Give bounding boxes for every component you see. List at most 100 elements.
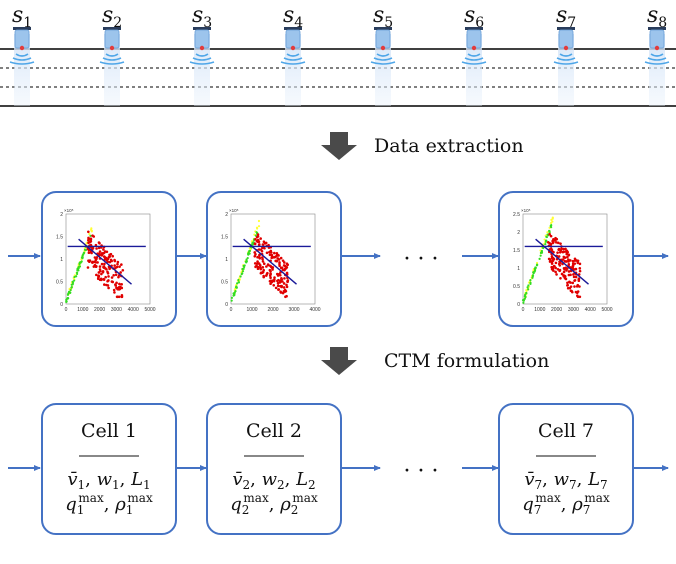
scatter-point — [577, 279, 581, 283]
scatter-point — [549, 234, 553, 238]
scatter-point — [81, 254, 84, 257]
sensor-dot — [290, 45, 296, 51]
scatter-point — [278, 261, 281, 264]
scatter-point — [555, 241, 558, 244]
scatter-point — [254, 265, 257, 269]
scatter-point — [253, 262, 257, 265]
scatter-point — [533, 270, 536, 273]
scatter-point — [103, 262, 106, 266]
scatter-point — [94, 258, 98, 262]
scatter-point — [91, 234, 94, 237]
y-exponent-label: ×10⁵ — [521, 208, 531, 213]
y-tick-label: 2 — [517, 230, 520, 236]
sensor-wave — [467, 53, 481, 57]
scatter-point — [106, 260, 109, 264]
scatter-point — [285, 285, 289, 289]
scatter-point — [549, 242, 553, 246]
scatter-point — [113, 264, 116, 267]
sensor-label: s2 — [102, 3, 122, 31]
scatter-point — [560, 272, 564, 276]
scatter-point — [524, 295, 527, 299]
scatter-point — [525, 291, 528, 295]
scatter-point — [104, 275, 107, 279]
scatter-point — [576, 290, 580, 293]
cell-box — [498, 403, 634, 535]
scatter-point — [109, 252, 113, 256]
scatter-point — [556, 241, 560, 245]
sensor-beam — [285, 34, 301, 106]
y-exponent-label: ×10⁵ — [64, 208, 74, 213]
scatter-point — [251, 243, 254, 246]
scatter-point — [89, 237, 93, 241]
scatter-point — [562, 255, 566, 259]
scatter-point — [113, 259, 117, 263]
sensor-wave — [556, 57, 576, 61]
scatter-point — [112, 288, 116, 292]
plot-box — [498, 191, 634, 327]
scatter-point — [550, 218, 553, 221]
scatter-point — [258, 253, 261, 257]
sensor-cap — [284, 27, 302, 30]
scatter-point — [573, 262, 577, 265]
sensor-beam — [466, 34, 482, 106]
scatter-point — [241, 270, 245, 273]
cell-title: Cell 1 — [81, 420, 137, 442]
sensor-body — [104, 29, 120, 49]
sensor-wave — [376, 53, 390, 57]
sensor-beam — [375, 34, 391, 106]
scatter-point — [234, 286, 238, 289]
scatter-point — [573, 259, 577, 262]
sensor-wave — [283, 57, 303, 61]
scatter-point — [114, 283, 117, 286]
scatter-point — [285, 265, 289, 269]
scatter-point — [561, 258, 565, 261]
scatter-point — [578, 295, 582, 299]
scatter-point — [104, 267, 107, 270]
step-label-extraction: Data extraction — [374, 135, 524, 157]
scatter-point — [259, 237, 262, 240]
scatter-point — [282, 264, 286, 267]
scatter-point — [86, 266, 90, 269]
cell-params-capacity: q7max, ρ7max — [522, 491, 610, 517]
x-tick-label: 0 — [522, 307, 525, 313]
scatter-point — [283, 268, 286, 272]
y-tick-label: 0.5 — [56, 280, 63, 286]
plot-axes — [230, 213, 316, 305]
scatter-point — [75, 275, 78, 278]
scatter-point — [102, 255, 106, 258]
scatter-point — [270, 253, 274, 257]
down-arrow-icon — [321, 132, 357, 160]
sensor-wave — [644, 61, 670, 65]
scatter-point — [274, 286, 278, 290]
congestion-line — [243, 238, 297, 285]
y-tick-label: 1 — [225, 257, 228, 263]
scatter-point — [253, 251, 256, 254]
scatter-point — [67, 290, 71, 293]
scatter-point — [272, 283, 276, 287]
cell-params-speed: v̄7, w7, L7 — [524, 469, 607, 492]
scatter-point — [275, 259, 278, 263]
scatter-point — [110, 259, 114, 263]
scatter-point — [104, 256, 108, 260]
x-tick-label: 4000 — [585, 307, 596, 313]
x-tick-label: 5000 — [601, 307, 612, 313]
sensor-wave — [192, 57, 212, 61]
scatter-point — [273, 251, 276, 255]
sensor-wave — [15, 53, 29, 57]
scatter-point — [85, 242, 88, 245]
scatter-point — [98, 250, 102, 253]
scatter-point — [546, 240, 550, 244]
sensor-wave — [102, 57, 122, 61]
sensor-wave — [280, 61, 306, 65]
scatter-point — [98, 268, 102, 271]
scatter-point — [83, 248, 87, 251]
step-label-formulation: CTM formulation — [384, 350, 549, 372]
scatter-point — [256, 255, 259, 259]
scatter-point — [77, 267, 80, 270]
scatter-point — [565, 269, 568, 272]
scatter-point — [256, 262, 259, 265]
sensor-wave — [559, 53, 573, 57]
